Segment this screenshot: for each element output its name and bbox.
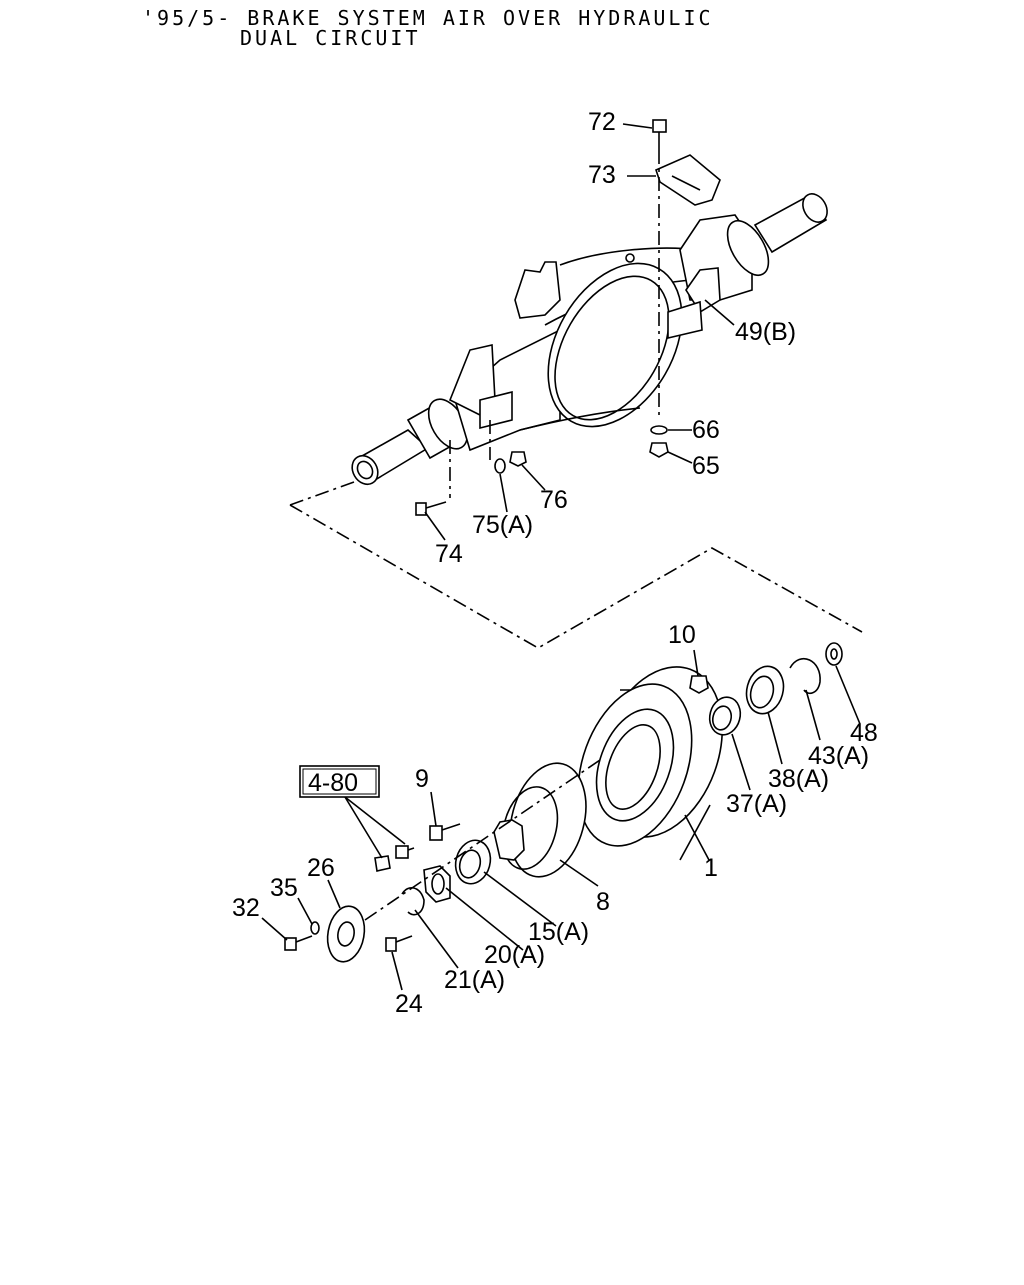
diagram-title-line1: '95/5- BRAKE SYSTEM AIR OVER HYDRAULIC — [142, 6, 714, 30]
leader-lines — [261, 123, 861, 991]
part-10-nut — [689, 675, 709, 694]
part-8-hub — [493, 762, 587, 878]
part-32-bolt — [284, 935, 313, 951]
ref-4-80-nut — [374, 855, 391, 872]
callout-35: 35 — [270, 874, 298, 902]
part-72-bolt — [652, 119, 667, 150]
callout-65: 65 — [692, 452, 720, 480]
callout-74: 74 — [435, 540, 463, 568]
part-35-washer — [310, 921, 320, 935]
callout-66: 66 — [692, 416, 720, 444]
callout-15a: 15(A) — [528, 918, 589, 946]
callout-8: 8 — [596, 888, 610, 916]
callout-10: 10 — [668, 621, 696, 649]
callout-9: 9 — [415, 765, 429, 793]
callout-21a: 21(A) — [444, 966, 505, 994]
part-75-washer — [494, 458, 506, 474]
center-lines — [289, 150, 863, 921]
callout-32: 32 — [232, 894, 260, 922]
part-65-nut — [649, 442, 669, 458]
callout-20a: 20(A) — [484, 941, 545, 969]
part-66-washer — [650, 425, 668, 435]
callout-48: 48 — [850, 719, 878, 747]
callout-26: 26 — [307, 854, 335, 882]
axle-housing — [351, 193, 828, 486]
part-48-spacer — [825, 642, 843, 666]
part-24-screw — [385, 935, 413, 952]
part-26-hub-cap — [326, 905, 366, 963]
part-37-bearing — [708, 696, 742, 736]
part-38-oil-seal — [745, 665, 785, 715]
callout-76: 76 — [540, 486, 568, 514]
part-9-hub-bolt — [429, 823, 461, 841]
callout-49b: 49(B) — [735, 318, 796, 346]
part-76-nut — [509, 451, 527, 467]
part-74-bolt — [415, 501, 447, 516]
callout-1: 1 — [704, 854, 718, 882]
part-15-bearing — [454, 839, 492, 885]
callout-73: 73 — [588, 161, 616, 189]
part-1-brake-drum — [577, 666, 724, 861]
reference-box-4-80[interactable]: 4-80 — [299, 765, 380, 798]
part-73-saddle — [655, 154, 721, 206]
callout-43a: 43(A) — [808, 742, 869, 770]
part-21-lock-washer — [401, 887, 425, 916]
part-20-lock-nut — [423, 865, 451, 903]
ref-4-80-stud — [395, 845, 415, 859]
reference-label-4-80: 4-80 — [308, 769, 358, 797]
callout-24: 24 — [395, 990, 423, 1018]
part-43-snap-ring — [789, 657, 821, 695]
callout-72: 72 — [588, 108, 616, 136]
callout-38a: 38(A) — [768, 765, 829, 793]
callout-75a: 75(A) — [472, 511, 533, 539]
diagram-title-line2: DUAL CIRCUIT — [240, 26, 421, 50]
callout-37a: 37(A) — [726, 790, 787, 818]
